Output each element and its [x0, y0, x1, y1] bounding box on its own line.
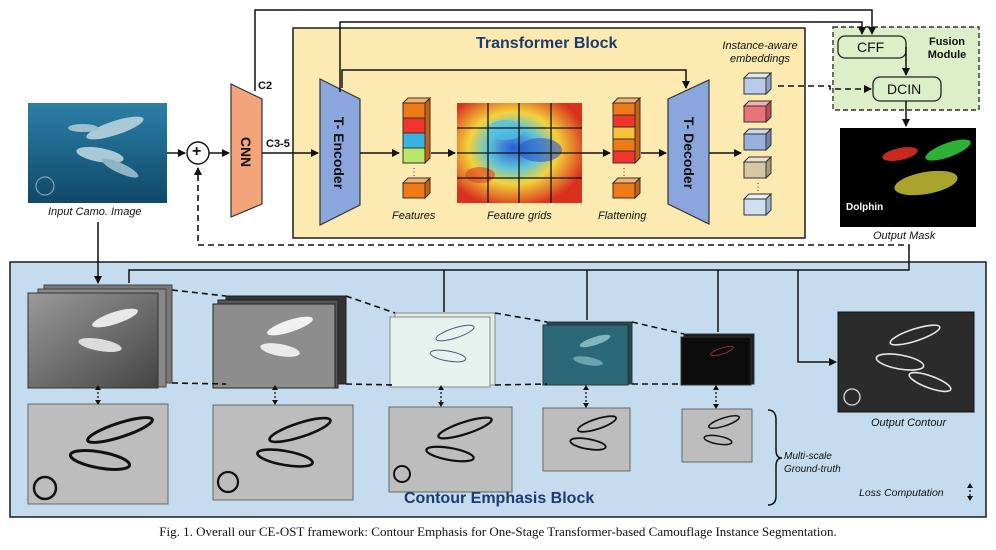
- ground-truth-label: Multi-scale Ground-truth: [784, 451, 841, 475]
- encoder-trapezoid: [319, 78, 361, 226]
- contour-stage-3: [389, 312, 496, 388]
- loss-arrows: [95, 385, 973, 501]
- contour-stage-1: [27, 284, 173, 389]
- features-stack: ⋮: [401, 96, 432, 200]
- cff-label: CFF: [857, 39, 885, 55]
- svg-text:⋮: ⋮: [409, 167, 419, 178]
- encoder-label: T- Encoder: [331, 116, 347, 190]
- contour-stage-2: [212, 295, 347, 389]
- c35-label: C3-5: [266, 138, 290, 150]
- contour-stage-4: [542, 321, 633, 386]
- output-contour-image: [837, 311, 975, 413]
- ground-truth-2: [212, 404, 354, 501]
- dcin-box: [872, 76, 942, 102]
- input-image: [28, 103, 167, 203]
- embedding-cubes: ⋮: [742, 71, 773, 217]
- ground-truth-4: [542, 407, 631, 472]
- ground-truth-5: [681, 408, 753, 463]
- c2-label: C2: [258, 80, 273, 92]
- dolphin-label: Dolphin: [846, 202, 884, 213]
- cnn-label: CNN: [238, 136, 254, 168]
- decoder-trapezoid: [667, 79, 710, 225]
- svg-text:⋮: ⋮: [753, 182, 763, 193]
- cnn-trapezoid: [230, 83, 263, 218]
- feature-grid-heatmap: [457, 103, 582, 203]
- contour-stage-5: [680, 333, 755, 386]
- ground-truth-3: [388, 406, 513, 493]
- dashed-connections: [171, 85, 910, 386]
- output-mask-label: Output Mask: [873, 230, 936, 242]
- input-label: Input Camo. Image: [48, 206, 142, 218]
- dcin-label: DCIN: [887, 81, 922, 97]
- gt-brace: [767, 409, 783, 506]
- flattening-label: Flattening: [598, 210, 647, 222]
- flattening-stack: ⋮: [611, 96, 642, 200]
- ground-truth-1: [27, 403, 169, 505]
- figure-caption: Fig. 1. Overall our CE-OST framework: Co…: [159, 524, 837, 539]
- decoder-label: T- Decoder: [681, 116, 697, 190]
- output-contour-label: Output Contour: [871, 417, 947, 429]
- loss-label: Loss Computation: [859, 487, 944, 499]
- transformer-block-title: Transformer Block: [476, 35, 618, 52]
- plus-sign: +: [192, 143, 202, 160]
- connections: [94, 9, 910, 366]
- svg-text:⋮: ⋮: [619, 167, 629, 178]
- features-label: Features: [392, 210, 436, 222]
- output-mask: [840, 128, 976, 227]
- contour-block-title: Contour Emphasis Block: [404, 490, 595, 507]
- embeddings-label: Instance-aware embeddings: [722, 40, 798, 65]
- feature-grids-label: Feature grids: [487, 210, 552, 222]
- fusion-module-title: Fusion Module: [927, 36, 967, 61]
